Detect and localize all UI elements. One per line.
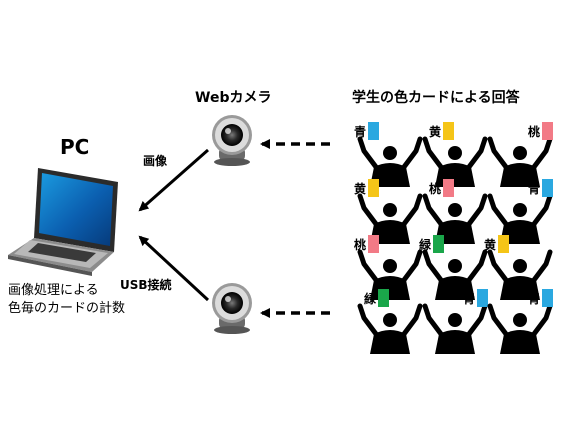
color-card [443,122,454,140]
processing-label-line2: 色毎のカードの計数 [8,301,126,316]
processing-label-line1: 画像処理による [8,283,99,298]
student-silhouette [357,303,423,354]
students-grid: 青黄桃黄桃青桃緑黄緑青青 [354,122,553,354]
student-silhouette [357,249,423,300]
color-card [498,235,509,253]
color-card [368,179,379,197]
color-card [443,179,454,197]
card-color-label: 青 [463,291,475,306]
student-silhouette [487,303,553,354]
card-color-label: 黄 [354,181,366,196]
arrow-label-usb: USB接続 [120,278,172,292]
student-silhouette [422,136,488,187]
students-title: 学生の色カードによる回答 [352,90,520,106]
card-color-label: 桃 [528,124,540,139]
webcam-top-icon [212,115,252,166]
color-card [542,122,553,140]
student-silhouette [487,249,553,300]
student-silhouette [487,136,553,187]
card-color-label: 青 [528,181,540,196]
color-card [542,179,553,197]
student-silhouette [422,193,488,244]
card-color-label: 青 [528,291,540,306]
student-silhouette [422,303,488,354]
card-color-label: 桃 [429,181,441,196]
card-color-label: 黄 [484,237,496,252]
webcam-label: Webカメラ [195,90,272,106]
student-silhouette [422,249,488,300]
student-silhouette [357,136,423,187]
color-card [368,122,379,140]
color-card [378,289,389,307]
color-card [477,289,488,307]
card-color-label: 桃 [354,237,366,252]
color-card [368,235,379,253]
card-color-label: 青 [354,124,366,139]
student-silhouette [357,193,423,244]
webcam-bottom-icon [212,283,252,334]
color-card [542,289,553,307]
arrow-camera-to-pc-bottom [138,235,210,302]
color-card [433,235,444,253]
laptop-icon [8,168,118,276]
arrow-label-image: 画像 [143,154,168,168]
arrow-camera-to-pc-top [138,148,209,212]
student-silhouette [487,193,553,244]
pc-label: PC [60,135,90,159]
card-color-label: 緑 [364,291,377,306]
card-color-label: 黄 [429,124,441,139]
card-color-label: 緑 [419,237,432,252]
